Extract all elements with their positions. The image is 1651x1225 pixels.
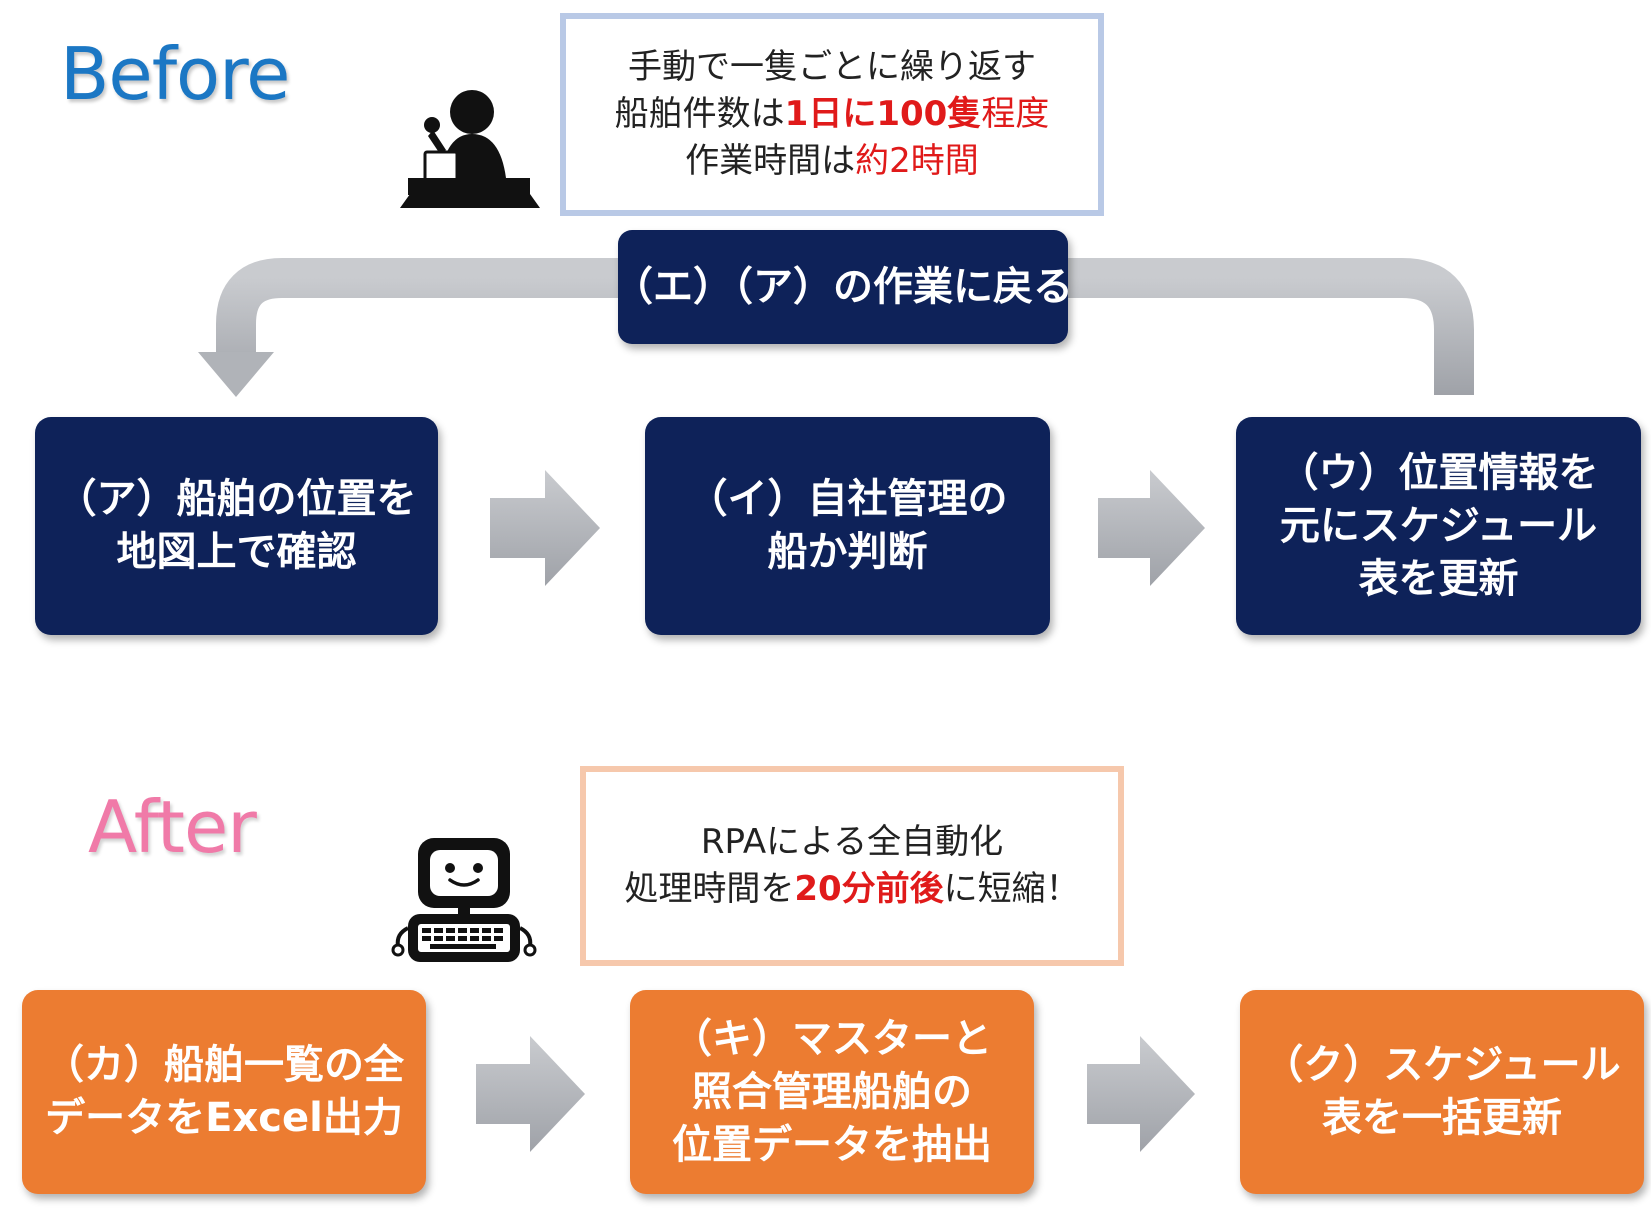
note-line: 作業時間は約2時間 [685,141,979,181]
note-line: 船舶件数は1日に100隻程度 [614,94,1050,134]
step-c-box: （ウ）位置情報を 元にスケジュール 表を更新 [1236,417,1641,635]
note-line: RPAによる全自動化 [700,822,1004,862]
step-ku-box: （ク）スケジュール 表を一括更新 [1240,990,1644,1194]
before-summary-note: 手動で一隻ごとに繰り返す 船舶件数は1日に100隻程度 作業時間は約2時間 [560,13,1104,216]
arrow-ka-to-ki [476,1036,585,1152]
after-heading: After [88,785,257,869]
note-line: 処理時間を20分前後に短縮！ [624,869,1080,909]
arrow-a-to-b [490,470,600,586]
highlight-text: 20分前後 [794,869,944,909]
arrow-ki-to-ku [1087,1036,1195,1152]
highlight-text: 程度 [981,94,1050,134]
before-heading: Before [60,32,290,116]
highlight-text: 約2時間 [855,141,979,181]
loop-back-label: （エ）（ア）の作業に戻る [613,230,1073,344]
robot-icon [391,838,537,962]
highlight-text: 1日に100隻 [784,94,982,134]
step-a-box: （ア）船舶の位置を 地図上で確認 [35,417,438,635]
step-b-box: （イ）自社管理の 船か判断 [645,417,1050,635]
note-line: 手動で一隻ごとに繰り返す [628,47,1036,87]
step-ki-box: （キ）マスターと 照合管理船舶の 位置データを抽出 [630,990,1034,1194]
after-summary-note: RPAによる全自動化 処理時間を20分前後に短縮！ [580,766,1124,966]
person-at-laptop-icon [400,90,540,208]
arrow-b-to-c [1098,470,1205,586]
step-ka-box: （カ）船舶一覧の全 データをExcel出力 [22,990,426,1194]
